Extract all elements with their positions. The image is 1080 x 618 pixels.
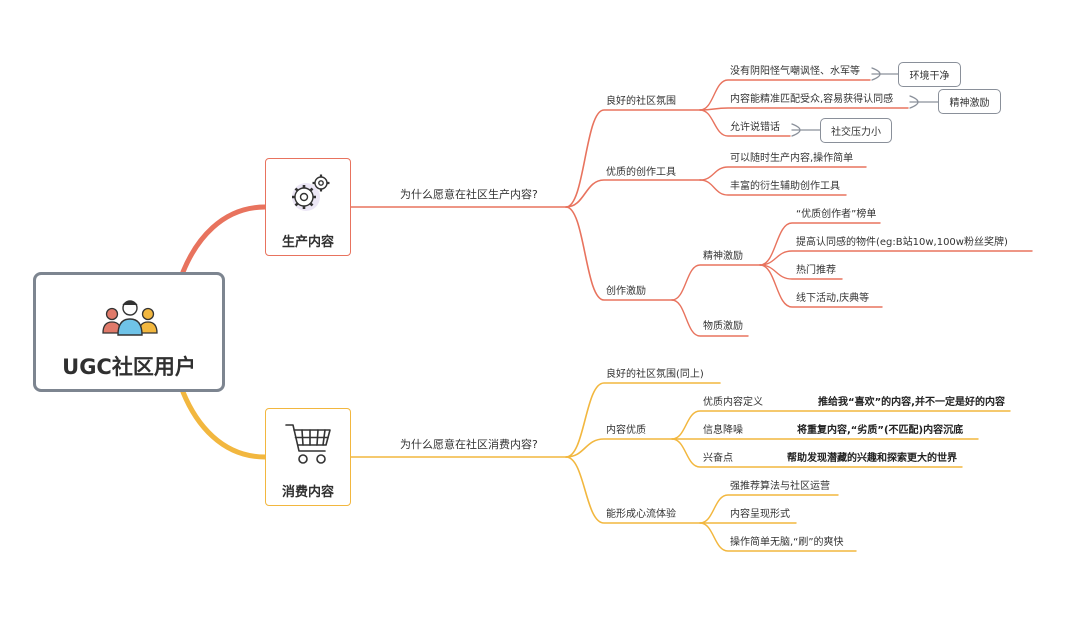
category-produce-title: 生产内容 bbox=[281, 235, 334, 250]
atmosphere-item-2: 内容能精准匹配受众,容易获得认同感 bbox=[730, 94, 894, 105]
tools-item-1: 可以随时生产内容,操作简单 bbox=[730, 153, 854, 164]
link-consume-atmosphere bbox=[565, 382, 721, 458]
link-root-consume bbox=[180, 389, 268, 460]
spiritual-item-2: 提高认同感的物件(eg:B站10w,100w粉丝奖牌) bbox=[796, 237, 1008, 248]
category-consume-title: 消费内容 bbox=[281, 485, 334, 500]
link-consume-flow bbox=[565, 456, 701, 524]
tag-spiritual-incentive[interactable]: 精神激励 bbox=[938, 89, 1001, 114]
consume-atmosphere-label: 良好的社区氛围(同上) bbox=[606, 369, 704, 380]
link-spiritual-4 bbox=[759, 264, 883, 308]
tag-clean-environment[interactable]: 环境干净 bbox=[898, 62, 961, 87]
link-atmosphere-2 bbox=[699, 107, 909, 111]
consume-flow-label: 能形成心流体验 bbox=[606, 509, 676, 520]
spiritual-item-3: 热门推荐 bbox=[796, 265, 836, 276]
link-flow-1 bbox=[699, 494, 839, 524]
quality-item-3-label: 兴奋点 bbox=[703, 453, 733, 464]
spiritual-incentive-label: 精神激励 bbox=[703, 251, 743, 262]
material-incentive-label: 物质激励 bbox=[703, 321, 743, 332]
link-atmosphere-1 bbox=[699, 79, 871, 111]
quality-item-2-detail: 将重复内容,“劣质”(不匹配)内容沉底 bbox=[797, 425, 964, 436]
link-produce-tools bbox=[565, 179, 701, 208]
category-produce[interactable]: 生产内容 bbox=[265, 158, 351, 256]
link-quality-1 bbox=[671, 410, 1011, 440]
atmosphere-item-1: 没有阴阳怪气嘲讽怪、水军等 bbox=[730, 66, 860, 77]
quality-item-1-label: 优质内容定义 bbox=[703, 397, 763, 408]
consume-question: 为什么愿意在社区消费内容? bbox=[400, 438, 538, 451]
spiritual-item-4: 线下活动,庆典等 bbox=[796, 293, 870, 304]
root-title: UGC社区用户 bbox=[62, 355, 196, 379]
users-group-icon bbox=[102, 300, 158, 336]
link-produce-atmosphere bbox=[565, 109, 701, 208]
tag-low-social-pressure[interactable]: 社交压力小 bbox=[820, 118, 892, 143]
consume-quality-label: 内容优质 bbox=[606, 425, 646, 436]
produce-atmosphere-label: 良好的社区氛围 bbox=[606, 96, 676, 107]
atmosphere-item-3: 允许说错话 bbox=[730, 122, 780, 133]
flow-item-3: 操作简单无脑,“刷”的爽快 bbox=[730, 537, 844, 548]
link-incentive-spiritual bbox=[671, 264, 761, 301]
flow-item-1: 强推荐算法与社区运营 bbox=[730, 481, 830, 492]
link-quality-3 bbox=[671, 438, 963, 468]
link-consume-quality bbox=[565, 438, 673, 458]
gears-icon bbox=[292, 174, 330, 211]
tools-item-2: 丰富的衍生辅助创作工具 bbox=[730, 181, 840, 192]
produce-tools-label: 优质的创作工具 bbox=[606, 167, 676, 178]
root-node[interactable]: UGC社区用户 bbox=[33, 272, 225, 392]
link-flow-3 bbox=[699, 522, 857, 552]
quality-item-3-detail: 帮助发现潜藏的兴趣和探索更大的世界 bbox=[787, 453, 957, 464]
link-root-produce bbox=[180, 204, 268, 275]
link-atmosphere-3 bbox=[699, 109, 791, 137]
category-consume[interactable]: 消费内容 bbox=[265, 408, 351, 506]
link-incentive-material bbox=[671, 299, 749, 337]
link-spiritual-1 bbox=[759, 222, 881, 266]
link-produce-incentive bbox=[565, 206, 673, 301]
shopping-cart-icon bbox=[285, 424, 331, 464]
produce-question: 为什么愿意在社区生产内容? bbox=[400, 188, 538, 201]
flow-item-2: 内容呈现形式 bbox=[730, 509, 790, 520]
link-spiritual-2 bbox=[759, 250, 1033, 266]
spiritual-item-1: “优质创作者”榜单 bbox=[796, 209, 877, 220]
link-tools-1 bbox=[699, 166, 867, 181]
quality-item-2-label: 信息降噪 bbox=[703, 425, 743, 436]
produce-incentive-label: 创作激励 bbox=[606, 286, 646, 297]
quality-item-1-detail: 推给我“喜欢”的内容,并不一定是好的内容 bbox=[818, 397, 1005, 408]
link-tools-2 bbox=[699, 179, 847, 196]
